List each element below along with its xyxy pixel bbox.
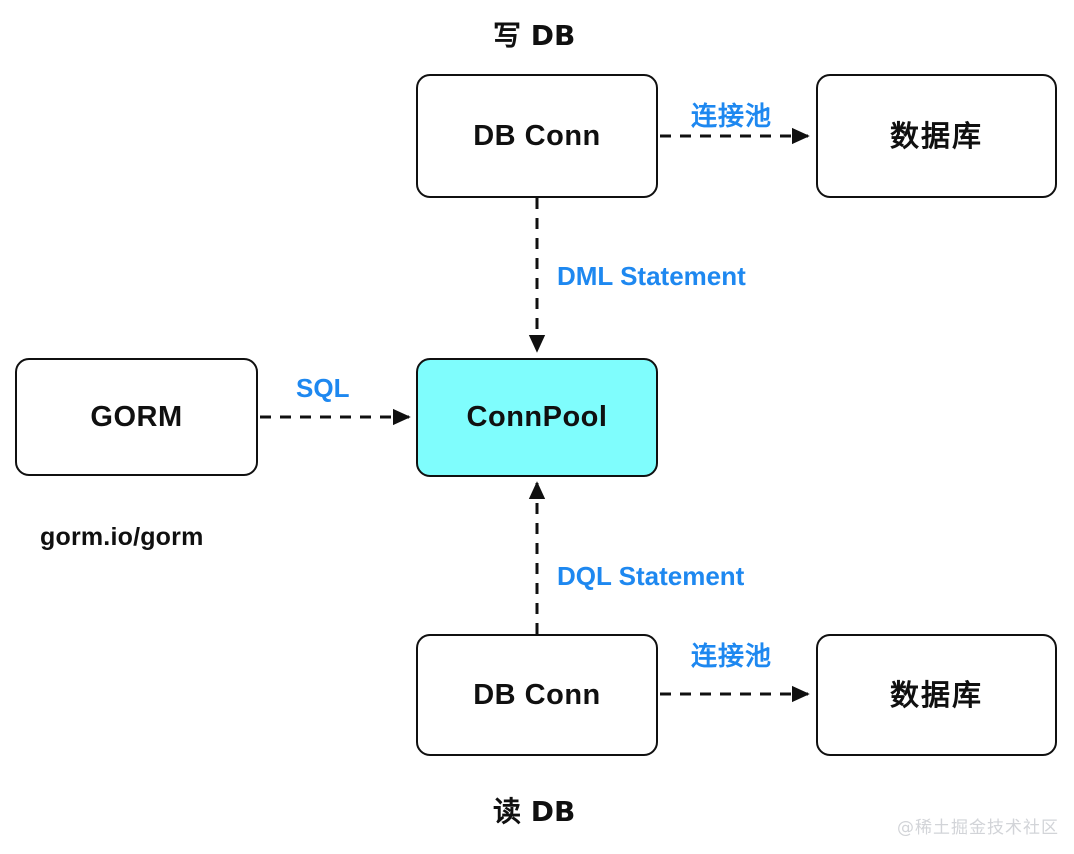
node-gorm[interactable]: GORM	[15, 358, 258, 476]
node-database-write-label: 数据库	[889, 118, 983, 153]
node-db-conn-write-label: DB Conn	[473, 119, 601, 152]
node-conn-pool[interactable]: ConnPool	[416, 358, 658, 477]
watermark: @稀土掘金技术社区	[897, 818, 1059, 838]
section-title-read: 读 DB	[493, 795, 576, 828]
node-db-conn-write[interactable]: DB Conn	[416, 74, 658, 198]
node-db-conn-read[interactable]: DB Conn	[416, 634, 658, 756]
edge-label-dml-statement: DML Statement	[557, 261, 746, 291]
caption-gorm-package: gorm.io/gorm	[40, 523, 204, 551]
node-gorm-label: GORM	[90, 400, 183, 433]
edge-label-read-pool: 连接池	[691, 642, 773, 672]
edge-label-write-pool: 连接池	[691, 102, 773, 132]
node-db-conn-read-label: DB Conn	[473, 678, 601, 711]
edge-label-sql: SQL	[296, 373, 350, 403]
node-database-read[interactable]: 数据库	[816, 634, 1057, 756]
node-database-read-label: 数据库	[889, 677, 983, 712]
node-database-write[interactable]: 数据库	[816, 74, 1057, 198]
section-title-write: 写 DB	[493, 19, 576, 52]
edge-label-dql-statement: DQL Statement	[557, 561, 745, 591]
node-conn-pool-label: ConnPool	[466, 401, 608, 433]
